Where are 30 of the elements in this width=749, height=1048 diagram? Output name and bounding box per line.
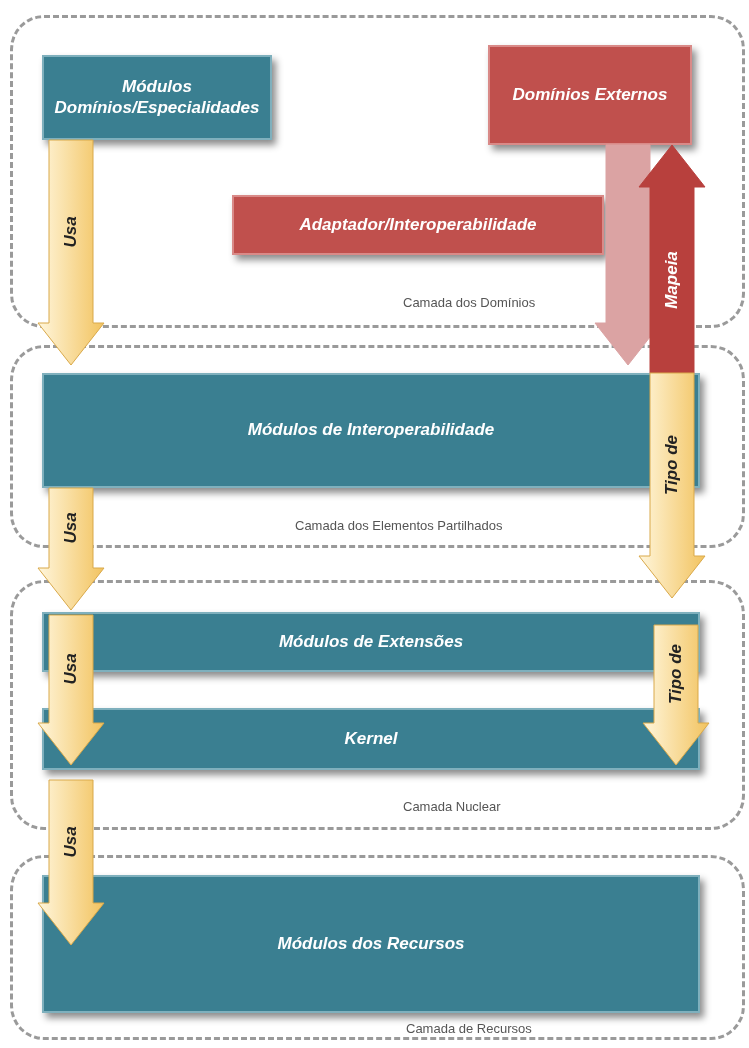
edge-label: Usa	[61, 512, 81, 544]
edge-label: Tipo de	[666, 643, 686, 705]
block-arrow	[37, 487, 105, 611]
module-label: Domínios Externos	[512, 84, 668, 106]
edge-label: Mapeia	[662, 251, 682, 309]
module-box	[488, 45, 692, 145]
module-label: Módulos Domínios/Especialidades	[54, 77, 260, 118]
layer-label: Camada de Recursos	[406, 1021, 532, 1036]
module-label: Módulos dos Recursos	[277, 933, 465, 955]
edge-label: Usa	[61, 653, 81, 685]
layer-frame	[10, 855, 745, 1040]
module-label: Kernel	[344, 728, 398, 750]
module-label: Módulos de Interoperabilidade	[247, 420, 495, 441]
module-box	[232, 195, 604, 255]
block-arrow	[642, 624, 710, 766]
layer-label: Camada dos Elementos Partilhados	[295, 518, 503, 533]
edge-label: Usa	[61, 215, 81, 248]
edge-label: Usa	[61, 825, 81, 858]
module-label: Módulos de Extensões	[278, 631, 464, 653]
edge-label: Tipo de	[662, 434, 682, 495]
block-arrow	[37, 779, 105, 946]
module-label: Adaptador/Interoperabilidade	[299, 214, 537, 236]
block-arrow	[37, 614, 105, 766]
module-box	[42, 875, 700, 1013]
block-arrow	[638, 372, 706, 599]
block-arrow	[37, 139, 105, 366]
module-box	[42, 55, 272, 140]
block-arrow	[638, 144, 706, 374]
layer-label: Camada Nuclear	[403, 799, 501, 814]
layer-label: Camada dos Domínios	[403, 295, 536, 310]
